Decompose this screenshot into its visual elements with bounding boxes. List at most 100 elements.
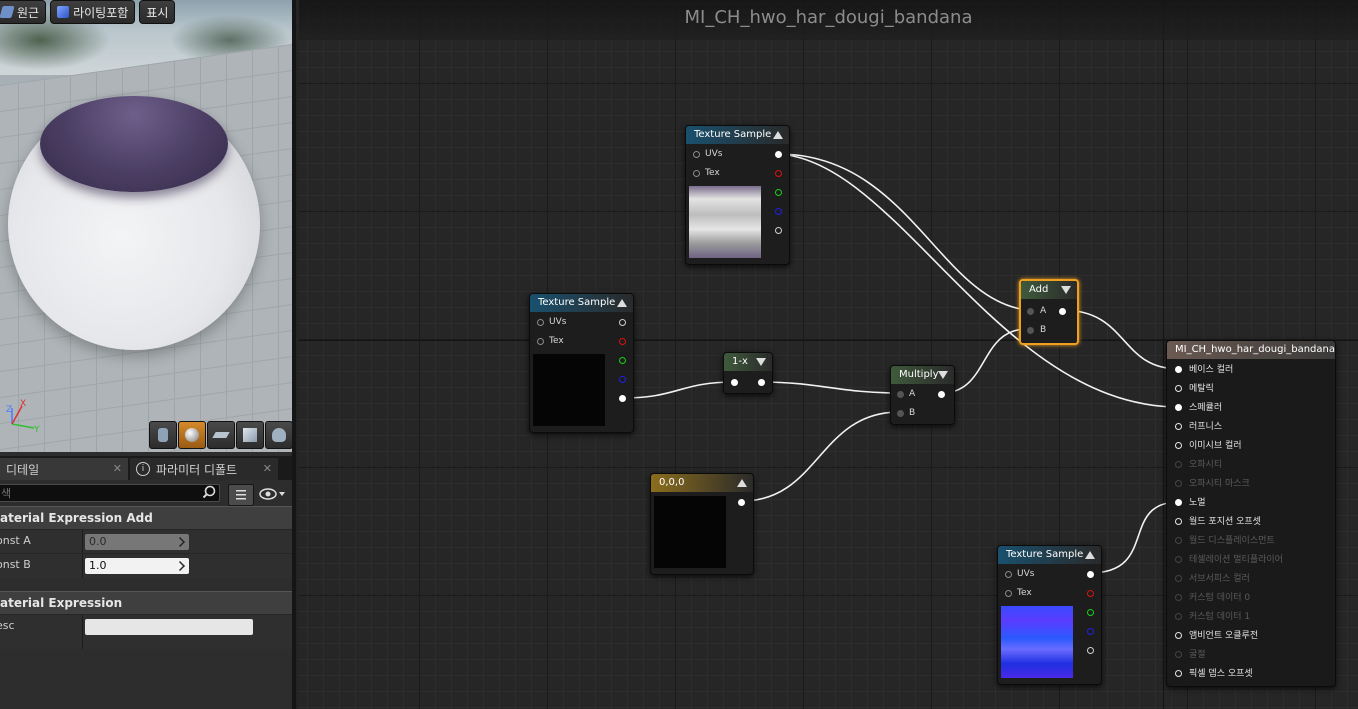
node-header[interactable]: Texture Sample: [530, 294, 633, 312]
rgb-output-pin[interactable]: [775, 151, 782, 158]
material-input-pin[interactable]: [1175, 594, 1182, 601]
alpha-output-pin[interactable]: [619, 395, 626, 402]
custom-mesh-preview-button[interactable]: [265, 421, 292, 449]
eye-icon[interactable]: [258, 486, 288, 502]
collapse-icon[interactable]: [938, 371, 948, 379]
sphere-preview-button[interactable]: [178, 421, 206, 449]
material-input-row[interactable]: 서브서피스 컬러: [1175, 570, 1250, 588]
material-input-row[interactable]: 커스텀 데이터 0: [1175, 589, 1250, 607]
perspective-button[interactable]: 원근: [0, 0, 47, 24]
one-minus-node[interactable]: 1-x: [723, 352, 773, 394]
alpha-output-pin[interactable]: [775, 227, 782, 234]
material-input-pin[interactable]: [1175, 518, 1182, 525]
details-search-input[interactable]: 색: [0, 484, 220, 502]
collapse-icon[interactable]: [773, 131, 783, 139]
material-input-row[interactable]: 베이스 컬러: [1175, 361, 1233, 379]
material-input-row[interactable]: 픽셀 뎁스 오프셋: [1175, 665, 1253, 683]
search-icon[interactable]: [202, 485, 216, 499]
plane-preview-button[interactable]: [207, 421, 235, 449]
material-input-pin[interactable]: [1175, 537, 1182, 544]
view-options-button[interactable]: [228, 484, 254, 506]
material-input-row[interactable]: 월드 디스플레이스먼트: [1175, 532, 1275, 550]
blue-output-pin[interactable]: [619, 376, 626, 383]
const-a-field[interactable]: 0.0: [85, 534, 189, 550]
texture-sample-node-left[interactable]: Texture Sample UVs Tex: [529, 293, 634, 433]
material-input-pin[interactable]: [1175, 385, 1182, 392]
tex-input-pin[interactable]: [693, 170, 700, 177]
desc-field[interactable]: [85, 619, 253, 635]
material-input-row[interactable]: 이미시브 컬러: [1175, 437, 1242, 455]
collapse-icon[interactable]: [756, 358, 766, 366]
material-input-row[interactable]: 스페큘러: [1175, 399, 1222, 417]
input-pin[interactable]: [731, 379, 738, 386]
material-input-pin[interactable]: [1175, 556, 1182, 563]
close-icon[interactable]: ✕: [262, 462, 272, 475]
material-input-pin[interactable]: [1175, 499, 1182, 506]
tab-parameter-defaults[interactable]: i 파라미터 디폴트 ✕: [130, 458, 278, 480]
add-node[interactable]: Add A B: [1019, 279, 1079, 345]
collapse-icon[interactable]: [1085, 551, 1095, 559]
green-output-pin[interactable]: [619, 357, 626, 364]
a-input-pin[interactable]: [1027, 308, 1034, 315]
red-output-pin[interactable]: [619, 338, 626, 345]
material-input-pin[interactable]: [1175, 423, 1182, 430]
material-input-row[interactable]: 굴절: [1175, 646, 1206, 664]
blue-output-pin[interactable]: [1087, 628, 1094, 635]
output-pin[interactable]: [1059, 308, 1066, 315]
material-input-pin[interactable]: [1175, 404, 1182, 411]
material-input-row[interactable]: 테셀레이션 멀티플라이어: [1175, 551, 1283, 569]
material-input-pin[interactable]: [1175, 632, 1182, 639]
node-header[interactable]: Texture Sample: [686, 126, 789, 144]
collapse-icon[interactable]: [737, 479, 747, 487]
alpha-output-pin[interactable]: [1087, 647, 1094, 654]
collapse-icon[interactable]: [617, 299, 627, 307]
node-header[interactable]: Multiply: [891, 366, 954, 384]
material-input-pin[interactable]: [1175, 575, 1182, 582]
material-input-row[interactable]: 월드 포지션 오프셋: [1175, 513, 1261, 531]
material-input-row[interactable]: 커스텀 데이터 1: [1175, 608, 1250, 626]
const-b-field[interactable]: 1.0: [85, 558, 189, 574]
node-header[interactable]: Add: [1021, 281, 1077, 299]
material-input-pin[interactable]: [1175, 442, 1182, 449]
cylinder-preview-button[interactable]: [149, 421, 177, 449]
category-material-expression[interactable]: aterial Expression: [0, 591, 292, 614]
panel-splitter[interactable]: [292, 0, 296, 709]
material-input-pin[interactable]: [1175, 461, 1182, 468]
material-input-row[interactable]: 노멀: [1175, 494, 1206, 512]
b-input-pin[interactable]: [1027, 327, 1034, 334]
material-input-pin[interactable]: [1175, 366, 1182, 373]
green-output-pin[interactable]: [1087, 609, 1094, 616]
material-input-pin[interactable]: [1175, 480, 1182, 487]
tab-details[interactable]: 디테일 ✕: [0, 458, 128, 480]
material-input-row[interactable]: 오파시티 마스크: [1175, 475, 1250, 493]
material-input-pin[interactable]: [1175, 651, 1182, 658]
node-header[interactable]: MI_CH_hwo_har_dougi_bandana: [1167, 341, 1335, 359]
output-pin[interactable]: [938, 391, 945, 398]
material-input-row[interactable]: 메탈릭: [1175, 380, 1214, 398]
material-input-row[interactable]: 오파시티: [1175, 456, 1222, 474]
uvs-input-pin[interactable]: [693, 151, 700, 158]
preview-viewport[interactable]: 원근 라이팅포함 표시 Z X Y: [0, 0, 292, 452]
output-pin[interactable]: [738, 499, 745, 506]
multiply-node[interactable]: Multiply A B: [890, 365, 955, 425]
texture-sample-node-top[interactable]: Texture Sample UVs Tex: [685, 125, 790, 265]
red-output-pin[interactable]: [1087, 590, 1094, 597]
category-material-expression-add[interactable]: aterial Expression Add: [0, 506, 292, 529]
lighting-mode-button[interactable]: 라이팅포함: [50, 0, 136, 24]
texture-sample-node-bottom[interactable]: Texture Sample UVs Tex: [997, 545, 1102, 685]
node-header[interactable]: 1-x: [724, 353, 772, 371]
green-output-pin[interactable]: [775, 189, 782, 196]
a-input-pin[interactable]: [897, 391, 904, 398]
material-input-row[interactable]: 앰비언트 오클루전: [1175, 627, 1258, 645]
material-input-pin[interactable]: [1175, 670, 1182, 677]
blue-output-pin[interactable]: [775, 208, 782, 215]
uvs-input-pin[interactable]: [537, 319, 544, 326]
output-pin[interactable]: [758, 379, 765, 386]
tex-input-pin[interactable]: [537, 338, 544, 345]
close-icon[interactable]: ✕: [112, 462, 122, 475]
red-output-pin[interactable]: [775, 170, 782, 177]
tex-input-pin[interactable]: [1005, 590, 1012, 597]
node-header[interactable]: 0,0,0: [651, 474, 753, 492]
show-button[interactable]: 표시: [139, 0, 176, 24]
